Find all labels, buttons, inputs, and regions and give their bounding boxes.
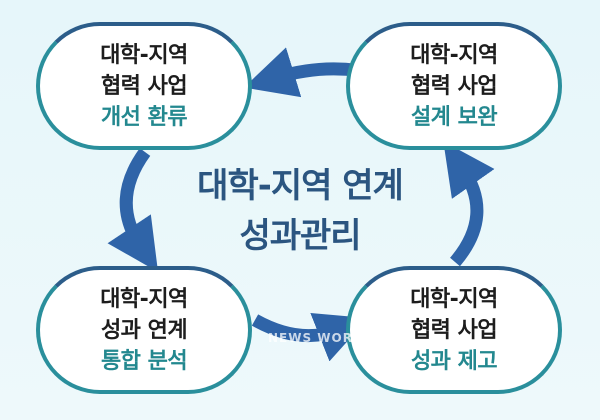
center-title-line2: 성과관리 bbox=[239, 216, 361, 256]
box-improvement-feedback: 대학-지역 협력 사업 개선 환류 bbox=[36, 22, 252, 150]
box-line: 대학-지역 bbox=[410, 286, 498, 312]
box-integrated-analysis: 대학-지역 성과 연계 통합 분석 bbox=[36, 266, 252, 394]
watermark: NEWS WORKE bbox=[268, 331, 373, 345]
box-line: 대학-지역 bbox=[410, 42, 498, 68]
arrow-bottom bbox=[251, 312, 369, 362]
center-title-line1: 대학-지역 연계 bbox=[197, 166, 404, 206]
box-accent: 개선 환류 bbox=[100, 104, 188, 130]
box-line: 협력 사업 bbox=[410, 317, 498, 343]
box-accent: 설계 보완 bbox=[410, 104, 498, 130]
box-line: 협력 사업 bbox=[100, 73, 188, 99]
box-performance-enhancement: 대학-지역 협력 사업 성과 제고 bbox=[346, 266, 562, 394]
box-line: 대학-지역 bbox=[100, 286, 188, 312]
arrow-left bbox=[107, 148, 159, 273]
box-accent: 통합 분석 bbox=[100, 348, 188, 374]
box-design-supplement: 대학-지역 협력 사업 설계 보완 bbox=[346, 22, 562, 150]
box-accent: 성과 제고 bbox=[410, 348, 498, 374]
box-line: 협력 사업 bbox=[410, 73, 498, 99]
box-line: 성과 연계 bbox=[100, 317, 188, 343]
arrow-right bbox=[443, 141, 495, 267]
box-line: 대학-지역 bbox=[100, 42, 188, 68]
